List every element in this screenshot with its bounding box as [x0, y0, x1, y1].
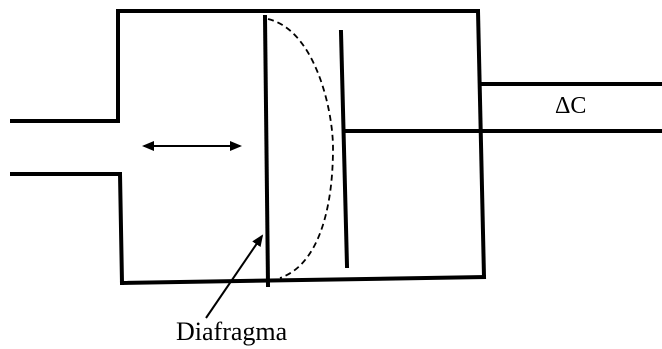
delta-c-label: ΔC	[555, 93, 586, 119]
chamber-bottom-wall	[119, 274, 487, 286]
chamber-right-wall	[475, 8, 487, 280]
chamber-left-wall-lower	[117, 171, 125, 286]
diaphragm-label: Diafragma	[176, 317, 288, 346]
fixed-capacitor-plate	[338, 29, 350, 269]
diaphragm	[262, 14, 271, 288]
diaphragm-leader-arrow	[205, 234, 264, 319]
diaphragm-deflected-outline	[267, 18, 334, 279]
